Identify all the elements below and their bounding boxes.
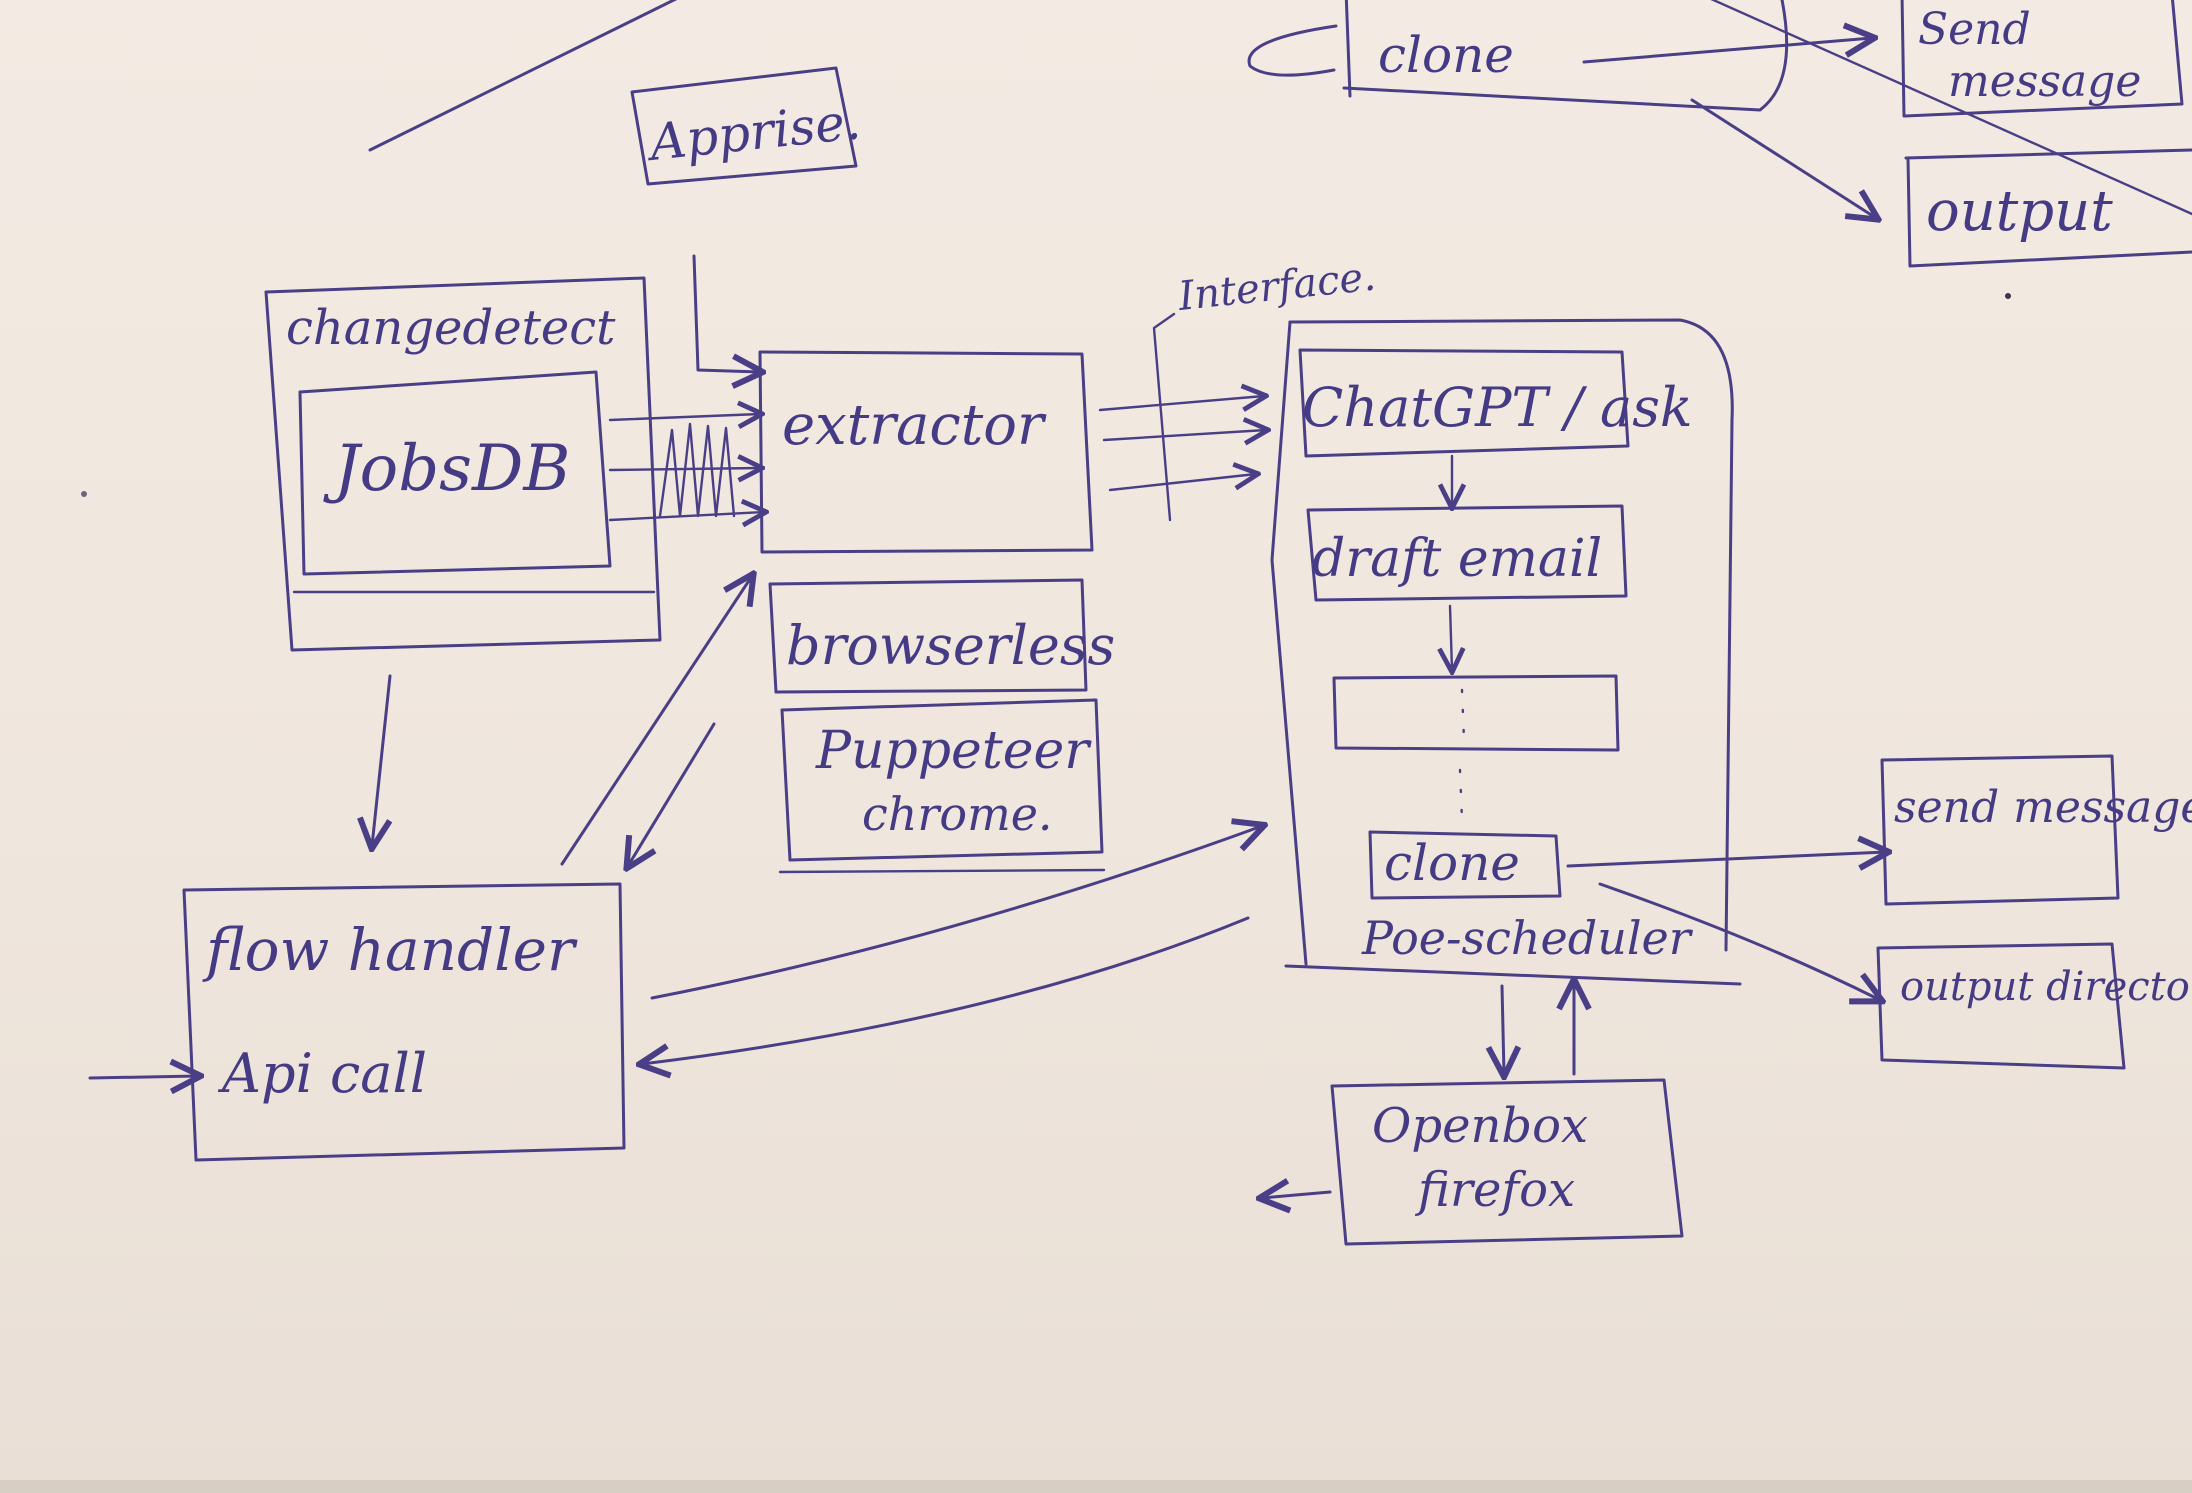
changedetect-label: changedetect	[286, 300, 616, 356]
jobsdb-to-extractor-arrows	[608, 414, 764, 520]
jobsdb-box	[298, 370, 612, 576]
draft-to-empty-arrow	[1450, 604, 1452, 670]
apprise-box	[630, 66, 858, 186]
top-clone-underline	[1342, 0, 1789, 112]
top-right-fragment: clone Send message output	[1247, 0, 2192, 268]
api-call-input-arrow	[88, 1076, 198, 1078]
stray-line-top-left	[368, 0, 678, 152]
chrome-label: chrome.	[862, 787, 1053, 841]
extractor-box	[758, 350, 1094, 554]
output-directory-node: output directory	[1876, 942, 2192, 1070]
draft-email-label: draft email	[1312, 529, 1602, 589]
puppeteer-node: Puppeteer chrome.	[778, 698, 1106, 874]
browserless-label: browserless	[786, 614, 1115, 677]
chatgpt-box	[1298, 348, 1630, 458]
flow-to-extractor-arrow	[560, 576, 752, 866]
changedetect-to-flow-arrow	[372, 674, 390, 846]
extractor-to-chatgpt-arrows	[1098, 396, 1266, 492]
table-edge	[0, 1480, 2192, 1493]
chatgpt-label: ChatGPT / ask	[1302, 376, 1693, 439]
output-directory-label: output directory	[1900, 964, 2192, 1010]
extractor-label: extractor	[782, 393, 1047, 458]
top-send-label-1: Send	[1918, 4, 2031, 55]
top-output-label: output	[1926, 179, 2113, 244]
apprise-node: Apprise.	[630, 66, 863, 186]
draft-email-box	[1306, 504, 1628, 602]
apprise-label: Apprise.	[643, 92, 863, 172]
send-message-node: send message	[1880, 754, 2192, 906]
top-output-box	[1904, 148, 2192, 268]
openbox-box	[1330, 1078, 1684, 1246]
extractor-to-flow-arrow	[628, 722, 716, 866]
puppeteer-underline	[778, 868, 1106, 874]
clone-to-send-arrow	[1566, 852, 1886, 866]
jobsdb-label: JobsDB	[323, 432, 570, 506]
api-call-label: Api call	[217, 1042, 427, 1105]
flow-to-scheduler-arrow	[650, 826, 1262, 1000]
poe-scheduler-label: Poe-scheduler	[1361, 911, 1694, 965]
ink-speck	[81, 491, 87, 497]
puppeteer-label: Puppeteer	[815, 721, 1092, 781]
top-send-box	[1900, 0, 2184, 118]
output-directory-box	[1876, 942, 2126, 1070]
browserless-node: browserless	[768, 578, 1115, 694]
extractor-node: extractor	[758, 350, 1094, 554]
top-clone-to-output-arrow	[1690, 98, 1876, 218]
flow-handler-label: flow handler	[202, 916, 578, 984]
interface-line	[1152, 312, 1176, 522]
top-clone-label: clone	[1378, 26, 1514, 84]
browserless-box	[768, 578, 1088, 694]
poe-scheduler-left-edge	[1270, 320, 1308, 966]
clone-label: clone	[1384, 834, 1520, 892]
flow-handler-node: flow handler Api call	[182, 882, 626, 1162]
top-clone-box	[1344, 0, 1352, 98]
empty-step-box	[1332, 674, 1620, 752]
send-label: send message	[1894, 782, 2192, 833]
poe-scheduler-baseline	[1284, 964, 1742, 986]
send-message-box	[1880, 754, 2120, 906]
top-loop-arrow	[1247, 24, 1338, 77]
ellipsis-dots	[1458, 688, 1466, 822]
poe-scheduler-node: Poe-scheduler ChatGPT / ask draft email …	[1270, 318, 1742, 986]
top-clone-to-send-arrow	[1582, 38, 1872, 64]
poe-scheduler-container	[1288, 318, 1734, 952]
changedetect-box	[264, 276, 662, 652]
apprise-to-extractor-arrow	[692, 254, 760, 372]
openbox-label: Openbox	[1372, 1098, 1588, 1154]
puppeteer-box	[780, 698, 1104, 862]
firefox-label: firefox	[1415, 1162, 1575, 1218]
scheduler-to-flow-arrow	[642, 916, 1250, 1064]
changedetect-node: changedetect JobsDB	[264, 276, 662, 652]
clone-box	[1368, 830, 1562, 900]
ink-speck	[2005, 293, 2011, 299]
interface-label: Interface.	[1175, 254, 1378, 321]
top-send-label-2: message	[1948, 56, 2141, 107]
scheduler-to-openbox-arrow	[1502, 984, 1504, 1074]
clone-to-output-arrow	[1598, 882, 1880, 1000]
openbox-left-arrow	[1262, 1192, 1332, 1198]
openbox-firefox-node: Openbox firefox	[1330, 1078, 1684, 1246]
top-crossing-line	[1710, 0, 2192, 216]
